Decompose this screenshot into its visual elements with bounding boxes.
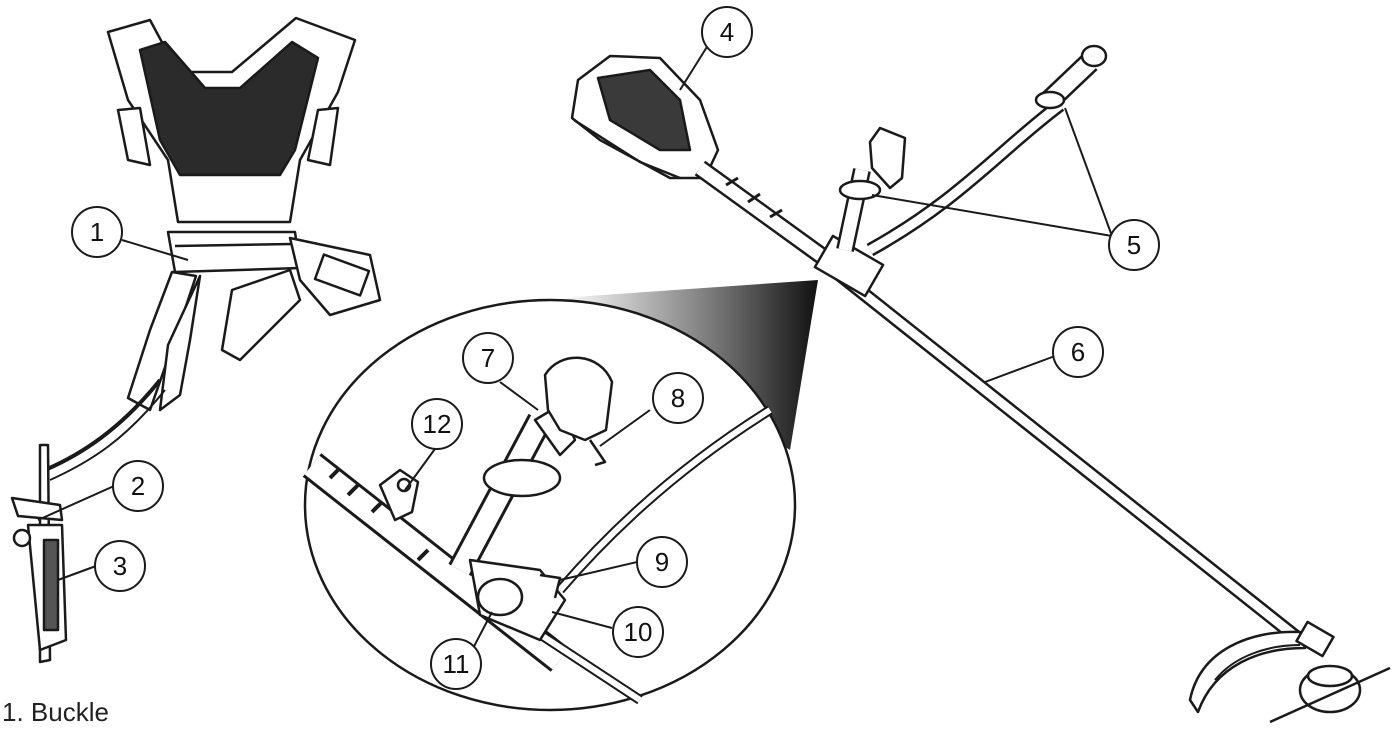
callout-3: 3 — [94, 540, 146, 592]
svg-text:12: 12 — [423, 409, 452, 439]
svg-text:2: 2 — [131, 471, 145, 501]
svg-text:6: 6 — [1071, 337, 1085, 367]
callout-10: 10 — [612, 606, 664, 658]
svg-text:1: 1 — [90, 217, 104, 247]
svg-text:8: 8 — [671, 383, 685, 413]
svg-text:10: 10 — [624, 617, 653, 647]
callout-11: 11 — [430, 638, 482, 690]
legend-caption: 1. Buckle — [2, 697, 109, 727]
callout-7: 7 — [462, 332, 514, 384]
callout-12: 12 — [411, 398, 463, 450]
callout-9: 9 — [636, 536, 688, 588]
svg-text:5: 5 — [1127, 230, 1141, 260]
callout-2: 2 — [112, 460, 164, 512]
harness — [10, 16, 382, 664]
svg-text:9: 9 — [655, 547, 669, 577]
svg-text:4: 4 — [720, 17, 734, 47]
callout-6: 6 — [1052, 326, 1104, 378]
svg-text:11: 11 — [443, 649, 470, 679]
svg-text:7: 7 — [481, 343, 495, 373]
callout-5: 5 — [1108, 219, 1160, 271]
svg-text:3: 3 — [113, 551, 127, 581]
leader-lines — [37, 41, 1113, 655]
callout-1: 1 — [71, 206, 123, 258]
callout-8: 8 — [652, 372, 704, 424]
callout-4: 4 — [701, 6, 753, 58]
detail-magnifier — [302, 298, 797, 712]
